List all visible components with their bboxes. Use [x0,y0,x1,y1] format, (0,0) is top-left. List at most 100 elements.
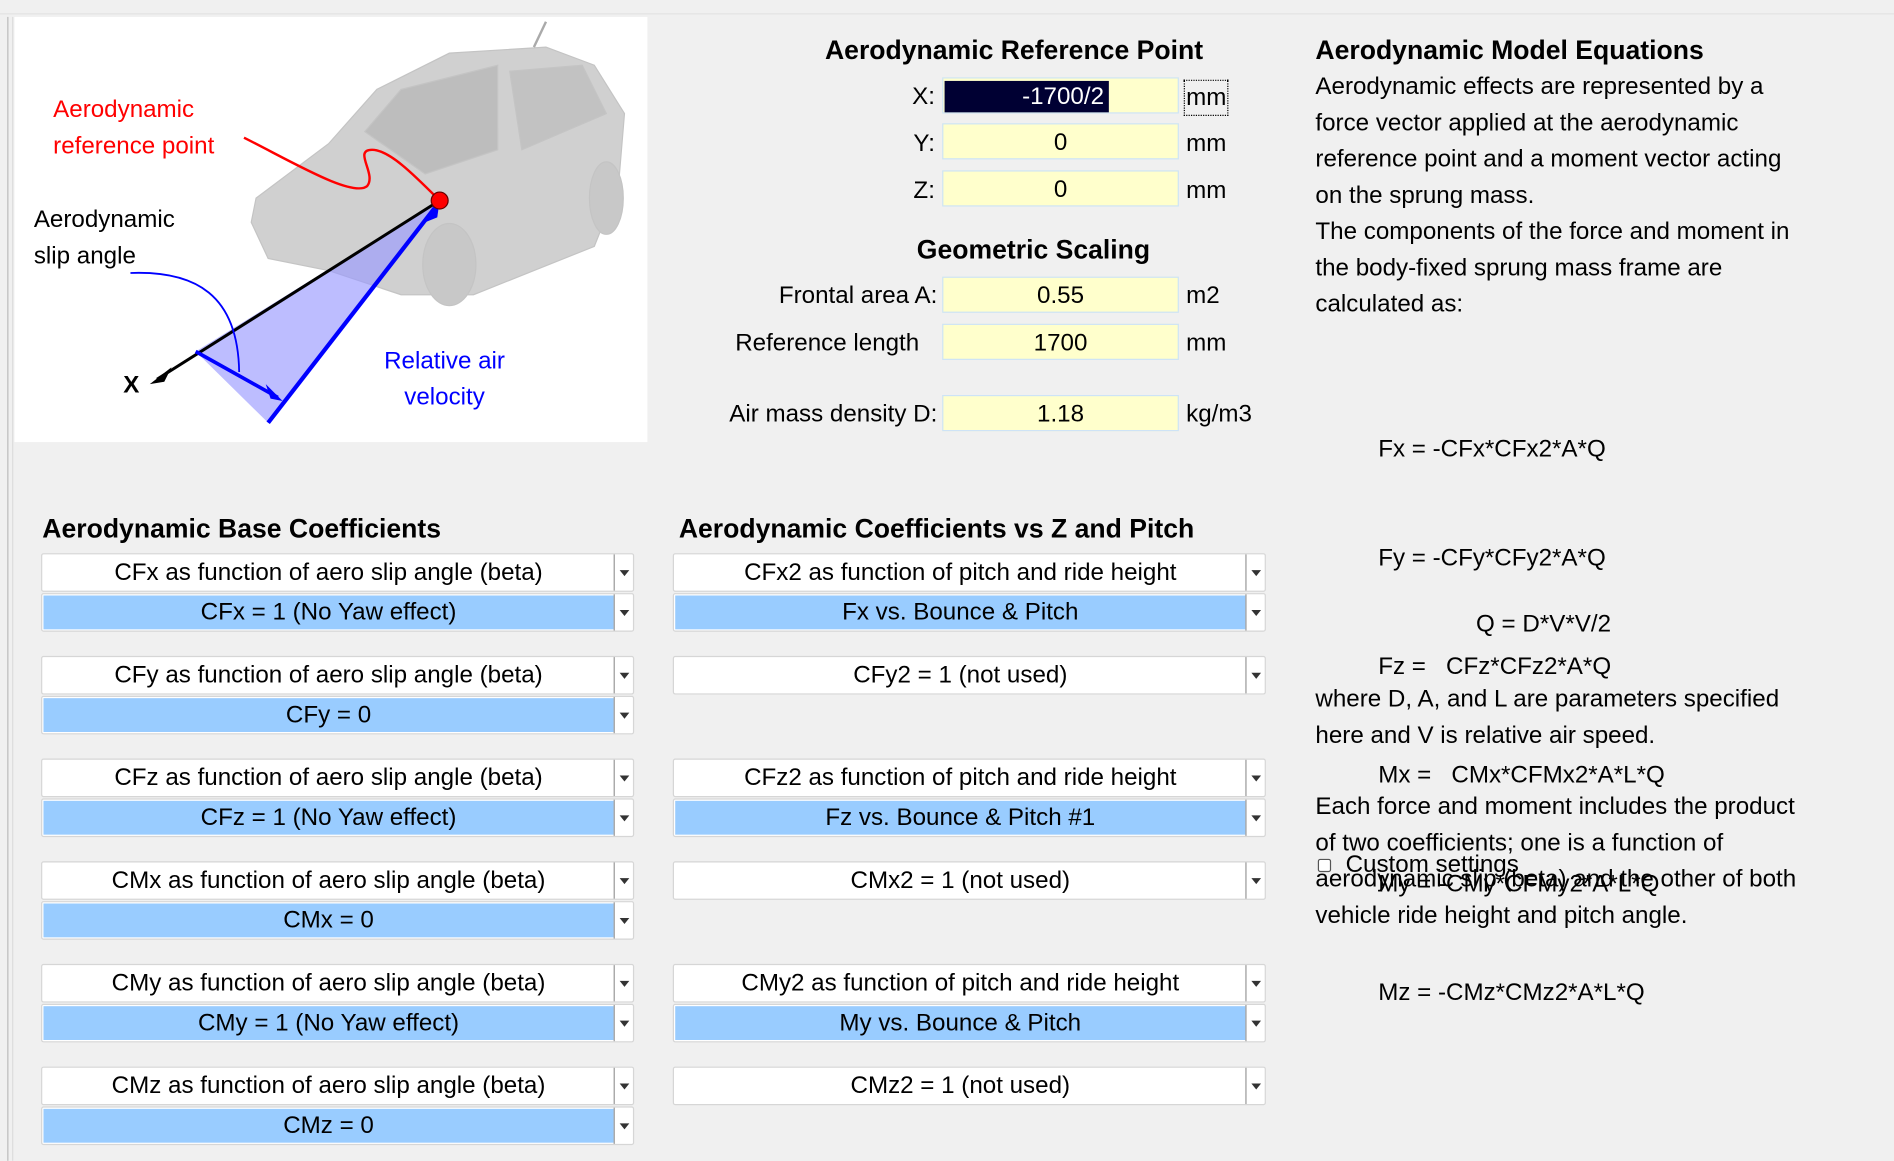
base-mode-dropdown[interactable]: CMz as function of aero slip angle (beta… [41,1066,635,1106]
x-axis-label: X [123,372,140,399]
zpitch-mode-dropdown[interactable]: CFz2 as function of pitch and ride heigh… [672,758,1266,798]
equations-title: Aerodynamic Model Equations [1315,35,1704,66]
zpitch-value-dropdown-value: Fx vs. Bounce & Pitch [675,595,1246,630]
dropdown-arrow-icon[interactable] [1245,594,1264,631]
dropdown-arrow-icon[interactable] [613,799,633,836]
dropdown-arrow-icon[interactable] [613,965,633,1002]
intro-line: on the sprung mass. [1315,182,1535,209]
product-line: of two coefficients; one is a function o… [1315,829,1724,857]
zpitch-mode-dropdown-value: CFx2 as function of pitch and ride heigh… [744,559,1177,586]
zpitch-mode-dropdown[interactable]: CFx2 as function of pitch and ride heigh… [672,553,1266,592]
base-value-dropdown-value: CMy = 1 (No Yaw effect) [43,1006,614,1041]
ref-point-title: Aerodynamic Reference Point [824,35,1204,66]
zpitch-mode-dropdown[interactable]: CMx2 = 1 (not used) [672,861,1266,900]
dropdown-arrow-icon[interactable] [613,1004,633,1042]
base-mode-dropdown[interactable]: CFx as function of aero slip angle (beta… [41,553,635,592]
y-label: Y: [913,130,935,158]
formula-q: Q = D*V*V/2 [1476,611,1611,638]
density-input[interactable]: 1.18 [942,394,1179,432]
base-mode-dropdown-value: CFx as function of aero slip angle (beta… [114,559,543,586]
y-input[interactable]: 0 [942,123,1179,160]
base-mode-dropdown-value: CMz as function of aero slip angle (beta… [111,1072,546,1100]
product-line: aerodynamic slip (beta) and the other of… [1315,866,1797,893]
zpitch-mode-dropdown[interactable]: CMy2 as function of pitch and ride heigh… [672,963,1266,1003]
formula-my: My = -CMy*CFMy2*A*L*Q [1378,870,1660,898]
base-value-dropdown[interactable]: CFz = 1 (No Yaw effect) [41,798,635,838]
product-line: Each force and moment includes the produ… [1315,793,1795,821]
base-value-dropdown-value: CFy = 0 [43,698,614,732]
intro-line: Aerodynamic effects are represented by a [1315,73,1764,101]
zpitch-mode-dropdown[interactable]: CMz2 = 1 (not used) [672,1066,1266,1106]
zpitch-mode-dropdown-value: CMx2 = 1 (not used) [850,867,1071,894]
top-strip [0,0,1894,15]
checkbox-icon[interactable] [1317,858,1332,873]
zpitch-value-dropdown[interactable]: Fx vs. Bounce & Pitch [672,593,1266,632]
car-diagram-graphic [130,21,626,425]
intro-line: The components of the force and moment i… [1315,218,1790,246]
zpitch-mode-dropdown-value: CMz2 = 1 (not used) [850,1072,1071,1100]
z-label: Z: [913,177,935,205]
base-mode-dropdown-value: CMx as function of aero slip angle (beta… [111,867,546,894]
frontal-area-unit: m2 [1186,282,1220,310]
base-coefficients-title: Aerodynamic Base Coefficients [42,513,442,544]
ref-length-unit: mm [1186,329,1227,357]
dropdown-arrow-icon[interactable] [613,594,633,631]
base-value-dropdown[interactable]: CMz = 0 [41,1106,635,1146]
base-mode-dropdown[interactable]: CFz as function of aero slip angle (beta… [41,758,635,798]
base-value-dropdown[interactable]: CMx = 0 [41,901,635,940]
velocity-label-2: velocity [404,384,485,411]
dropdown-arrow-icon[interactable] [613,554,633,591]
dropdown-arrow-icon[interactable] [1245,862,1264,899]
intro-line: force vector applied at the aerodynamic [1315,109,1739,137]
equations-intro: Aerodynamic effects are represented by a… [1315,69,1789,323]
base-mode-dropdown-value: CFy as function of aero slip angle (beta… [114,661,543,689]
formula-mz: Mz = -CMz*CMz2*A*L*Q [1378,979,1645,1007]
zpitch-mode-dropdown-value: CFy2 = 1 (not used) [853,661,1068,689]
formula-mx: Mx = CMx*CFMx2*A*L*Q [1378,762,1665,789]
dropdown-arrow-icon[interactable] [613,696,633,734]
base-value-dropdown[interactable]: CFx = 1 (No Yaw effect) [41,593,635,632]
base-value-dropdown[interactable]: CFy = 0 [41,695,635,735]
ref-length-input[interactable]: 1700 [942,323,1179,360]
zpitch-coefficients-title: Aerodynamic Coefficients vs Z and Pitch [678,513,1195,544]
density-unit: kg/m3 [1186,401,1252,428]
aero-diagram: Aerodynamic reference point Aerodynamic … [14,16,648,443]
dropdown-arrow-icon[interactable] [1245,554,1264,591]
dropdown-arrow-icon[interactable] [613,1107,633,1144]
dropdown-arrow-icon[interactable] [1245,1004,1264,1042]
base-value-dropdown[interactable]: CMy = 1 (No Yaw effect) [41,1003,635,1043]
base-mode-dropdown[interactable]: CMx as function of aero slip angle (beta… [41,861,635,900]
ref-length-label: Reference length [735,329,920,357]
dropdown-arrow-icon[interactable] [613,902,633,939]
formula-fy: Fy = -CFy*CFy2*A*Q [1378,544,1606,572]
formula-fx: Fx = -CFx*CFx2*A*Q [1378,436,1606,463]
base-mode-dropdown[interactable]: CFy as function of aero slip angle (beta… [41,655,635,695]
dropdown-arrow-icon[interactable] [1245,799,1264,836]
zpitch-value-dropdown-value: Fz vs. Bounce & Pitch #1 [675,800,1246,835]
zpitch-value-dropdown[interactable]: Fz vs. Bounce & Pitch #1 [672,798,1266,838]
dropdown-arrow-icon[interactable] [613,759,633,797]
zpitch-mode-dropdown[interactable]: CFy2 = 1 (not used) [672,655,1266,695]
dropdown-arrow-icon[interactable] [613,862,633,899]
intro-line: calculated as: [1315,291,1464,318]
dropdown-arrow-icon[interactable] [1245,1067,1264,1105]
custom-settings-checkbox[interactable]: Custom settings [1317,852,1519,880]
dropdown-arrow-icon[interactable] [1245,759,1264,797]
base-mode-dropdown[interactable]: CMy as function of aero slip angle (beta… [41,963,635,1003]
frontal-area-input[interactable]: 0.55 [942,276,1179,313]
zpitch-mode-dropdown-value: CFz2 as function of pitch and ride heigh… [744,764,1177,792]
dropdown-arrow-icon[interactable] [1245,657,1264,694]
left-border [7,16,14,1161]
z-unit: mm [1186,177,1227,205]
x-input[interactable]: -1700/2 [942,77,1179,114]
dropdown-arrow-icon[interactable] [1245,965,1264,1002]
ref-point-label: Aerodynamic [53,96,195,124]
dropdown-arrow-icon[interactable] [613,1067,633,1105]
where-line: here and V is relative air speed. [1315,722,1656,749]
dropdown-arrow-icon[interactable] [613,657,633,694]
base-value-dropdown-value: CFx = 1 (No Yaw effect) [43,595,614,630]
x-label: X: [912,83,935,110]
z-input[interactable]: 0 [942,170,1179,207]
zpitch-value-dropdown[interactable]: My vs. Bounce & Pitch [672,1003,1266,1043]
where-line: where D, A, and L are parameters specifi… [1315,686,1780,713]
